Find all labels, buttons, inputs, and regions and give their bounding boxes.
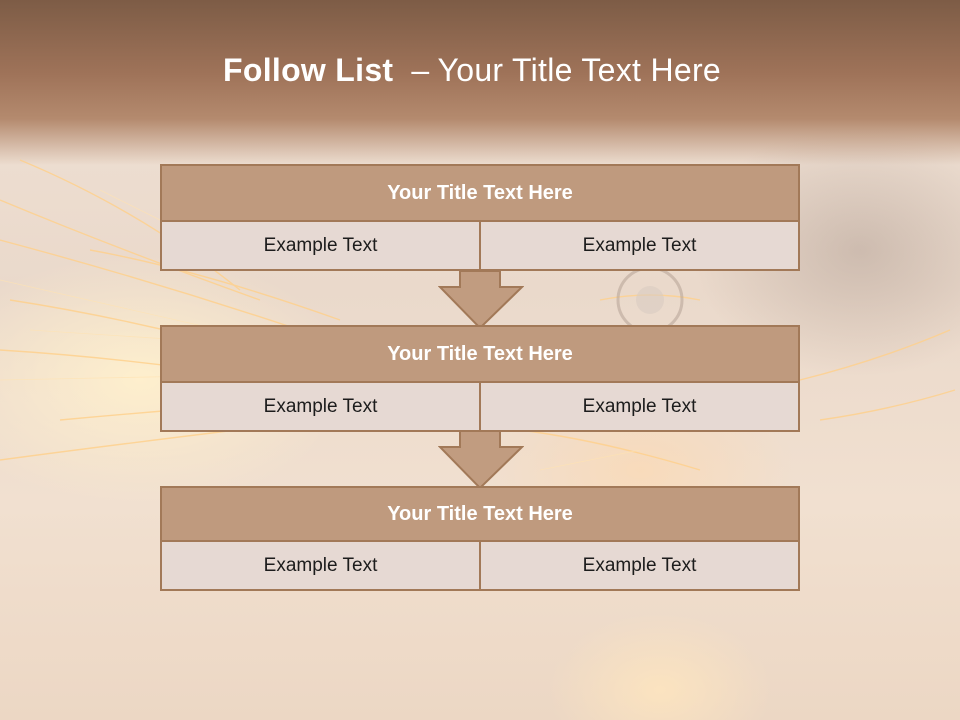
example-text-cell: Example Text <box>160 542 481 591</box>
step-box-2: Your Title Text Here Example Text Exampl… <box>160 325 800 432</box>
down-arrow-icon <box>438 270 524 330</box>
title-bold: Follow List <box>223 52 394 88</box>
step-title: Your Title Text Here <box>160 164 800 222</box>
down-arrow-icon <box>438 430 524 490</box>
example-text-cell: Example Text <box>160 383 481 432</box>
example-text-cell: Example Text <box>481 542 800 591</box>
example-text-cell: Example Text <box>481 383 800 432</box>
step-row: Example Text Example Text <box>160 222 800 271</box>
step-row: Example Text Example Text <box>160 383 800 432</box>
example-text-cell: Example Text <box>481 222 800 271</box>
slide-title: Follow List–Your Title Text Here <box>0 52 944 89</box>
step-title: Your Title Text Here <box>160 486 800 542</box>
step-title: Your Title Text Here <box>160 325 800 383</box>
title-dash: – <box>411 52 430 88</box>
title-band <box>0 0 960 165</box>
title-rest: Your Title Text Here <box>437 52 721 88</box>
step-box-1: Your Title Text Here Example Text Exampl… <box>160 164 800 271</box>
step-box-3: Your Title Text Here Example Text Exampl… <box>160 486 800 591</box>
example-text-cell: Example Text <box>160 222 481 271</box>
step-row: Example Text Example Text <box>160 542 800 591</box>
